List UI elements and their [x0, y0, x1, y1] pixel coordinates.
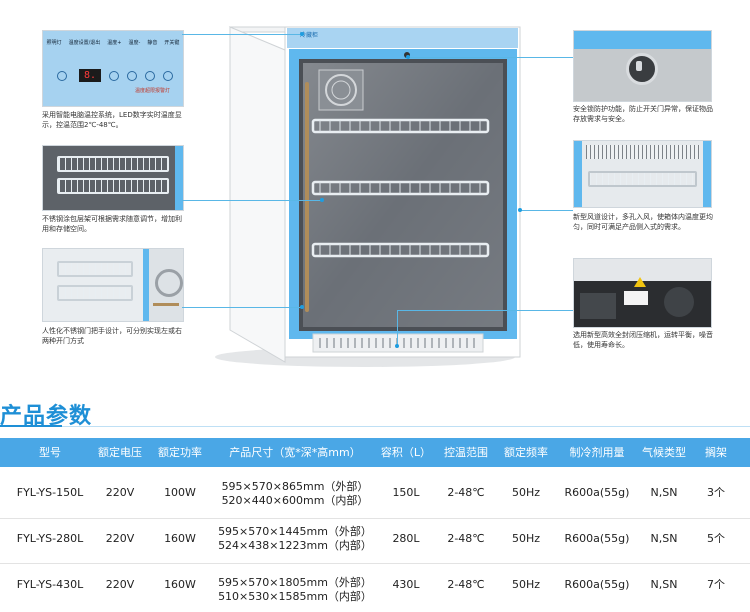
control-caption: 采用智能电脑温控系统，LED数字实时温度显示，控温范围2℃-48℃。 — [42, 111, 182, 129]
cell-size-outer: 595×570×865mm（外部） — [221, 480, 369, 493]
section-title: 产品参数 — [0, 404, 93, 429]
shelf-caption: 不锈钢涂包层架可根据需求随意调节，增加利用和存储空间。 — [42, 215, 182, 233]
product-image — [195, 22, 525, 367]
light-button-icon — [57, 71, 67, 81]
panel-label-up: 温度+ — [107, 40, 122, 46]
air-duct-caption: 新型风道设计，多孔入风，使箱体内温度更均匀，同时可满足产品侧入式的需求。 — [573, 213, 713, 231]
cell-size-inner: 520×440×600mm（内部） — [221, 494, 369, 507]
header-model: 型号 — [39, 446, 61, 459]
lock-caption: 安全锁防护功能，防止开关门异常，保证物品存放需求与安全。 — [573, 105, 713, 123]
panel-label-down: 温度- — [128, 40, 141, 46]
cell-refrigerant: R600a(55g) — [564, 578, 630, 591]
cell-frequency: 50Hz — [511, 578, 541, 591]
header-size: 产品尺寸（宽*深*高mm） — [229, 446, 361, 459]
cell-voltage: 220V — [105, 486, 135, 499]
cell-power: 100W — [164, 486, 196, 499]
cell-power: 160W — [164, 532, 196, 545]
handle-caption: 人性化不锈钢门把手设计，可分别实现左或右两种开门方式 — [42, 327, 182, 345]
lock-image — [573, 30, 712, 102]
cell-shelves: 5个 — [707, 532, 725, 545]
fan-icon — [155, 269, 183, 297]
product-logo: 冷藏柜 — [300, 30, 318, 39]
cell-frequency: 50Hz — [511, 486, 541, 499]
cell-voltage: 220V — [105, 532, 135, 545]
header-frequency: 额定频率 — [504, 446, 548, 459]
cell-size-inner: 524×438×1223mm（内部） — [218, 539, 372, 552]
cell-size-inner: 510×530×1585mm（内部） — [218, 590, 372, 603]
header-refrigerant: 制冷剂用量 — [569, 446, 625, 459]
power-button-icon — [163, 71, 173, 81]
alarm-label: 温度超限报警灯 — [135, 88, 171, 94]
title-rule — [62, 426, 750, 427]
panel-label-set: 温度设置/退出 — [68, 40, 101, 46]
header-range: 控温范围 — [444, 446, 488, 459]
minus-button-icon — [145, 71, 155, 81]
cell-refrigerant: R600a(55g) — [564, 486, 630, 499]
cell-voltage: 220V — [105, 578, 135, 591]
set-button-icon — [109, 71, 119, 81]
panel-label-mute: 静音 — [147, 40, 158, 46]
cell-range: 2-48℃ — [447, 532, 485, 545]
cell-model: FYL-YS-280L — [16, 532, 84, 545]
cell-model: FYL-YS-430L — [16, 578, 84, 591]
panel-label-light: 照明灯 — [46, 40, 62, 46]
header-volume: 容积（L） — [380, 446, 432, 459]
cell-range: 2-48℃ — [447, 578, 485, 591]
shelf-image — [42, 145, 184, 211]
logo-text: 冷藏柜 — [300, 32, 319, 39]
row-divider — [0, 563, 750, 564]
handle-image — [42, 248, 184, 322]
cell-frequency: 50Hz — [511, 532, 541, 545]
cell-range: 2-48℃ — [447, 486, 485, 499]
panel-label-power: 开关键 — [164, 40, 180, 46]
warning-icon — [634, 277, 646, 287]
refrigerator-illustration — [215, 26, 521, 367]
cell-shelves: 3个 — [707, 486, 725, 499]
compressor-image — [573, 258, 712, 328]
cell-shelves: 7个 — [707, 578, 725, 591]
cell-size-outer: 595×570×1445mm（外部） — [218, 525, 372, 538]
cell-climate: N,SN — [650, 486, 678, 499]
cell-volume: 280L — [392, 532, 420, 545]
led-value: 8. — [83, 70, 97, 81]
lock-icon — [626, 53, 658, 85]
cell-climate: N,SN — [650, 532, 678, 545]
led-display: 8. — [79, 69, 101, 82]
plus-button-icon — [127, 71, 137, 81]
cell-refrigerant: R600a(55g) — [564, 532, 630, 545]
air-duct-image — [573, 140, 712, 208]
header-voltage: 额定电压 — [98, 446, 142, 459]
cell-model: FYL-YS-150L — [16, 486, 84, 499]
control-panel-image: 照明灯 温度设置/退出 温度+ 温度- 静音 开关键 8. 温度超限报警灯 — [42, 30, 184, 107]
cell-volume: 150L — [392, 486, 420, 499]
header-power: 额定功率 — [158, 446, 202, 459]
row-divider — [0, 518, 750, 519]
compressor-caption: 选用新型高效全封闭压缩机，运转平衡，噪音低，使用寿命长。 — [573, 331, 713, 349]
title-underline — [0, 425, 62, 427]
header-shelves: 搁架 — [705, 446, 727, 459]
table-header — [0, 438, 750, 467]
cell-climate: N,SN — [650, 578, 678, 591]
header-climate: 气候类型 — [642, 446, 686, 459]
cell-size-outer: 595×570×1805mm（外部） — [218, 576, 372, 589]
cell-power: 160W — [164, 578, 196, 591]
cell-volume: 430L — [392, 578, 420, 591]
